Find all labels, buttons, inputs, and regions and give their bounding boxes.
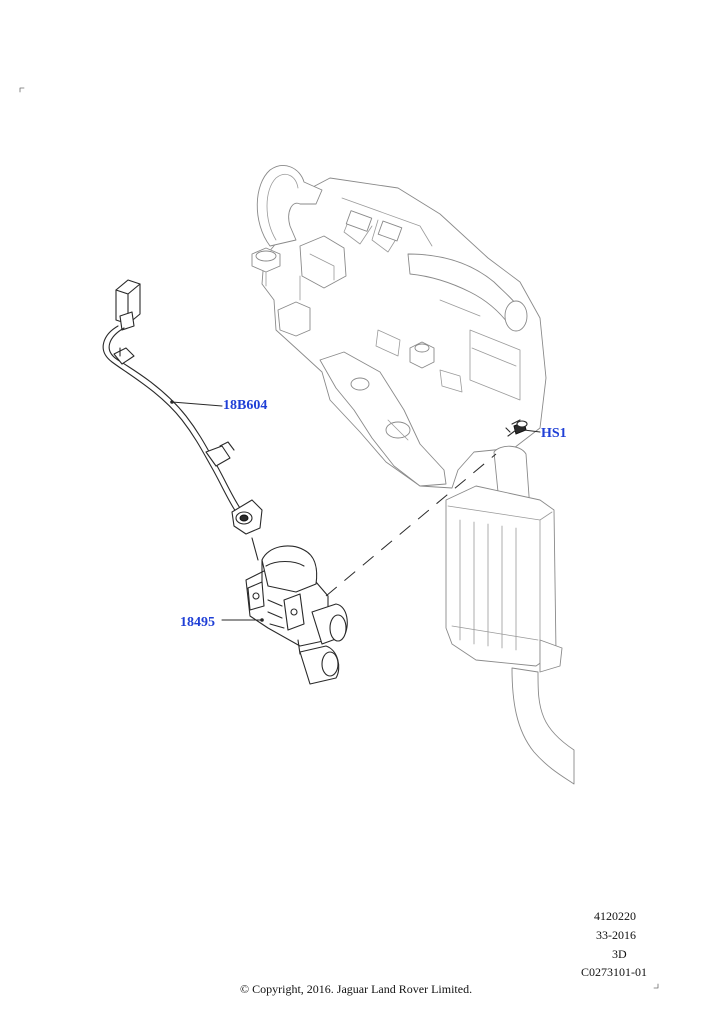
leader-line-18b604	[171, 401, 223, 407]
callout-18495-link[interactable]: 18495	[180, 615, 215, 630]
valve-18495-part	[245, 537, 348, 685]
leader-dot-18b604	[170, 400, 174, 404]
leader-dot-18495	[260, 618, 264, 622]
screw-hs1-part	[505, 419, 528, 437]
view-code: 3D	[612, 947, 627, 961]
copyright-text: © Copyright, 2016. Jaguar Land Rover Lim…	[240, 982, 473, 996]
corner-mark-bottom-right	[653, 983, 659, 989]
harness-18b604-part	[102, 279, 263, 535]
heater-unit-assembly	[251, 165, 575, 785]
alignment-dashed-line	[325, 453, 497, 597]
callout-hs1-link[interactable]: HS1	[541, 426, 567, 441]
ref-code: 4120220	[594, 909, 636, 923]
date-code: 33-2016	[596, 928, 636, 942]
callout-18b604-link[interactable]: 18B604	[223, 398, 268, 413]
leader-line-hs1	[523, 429, 541, 433]
corner-mark-top-left	[19, 87, 25, 93]
illustration-id: C0273101-01	[581, 965, 647, 979]
